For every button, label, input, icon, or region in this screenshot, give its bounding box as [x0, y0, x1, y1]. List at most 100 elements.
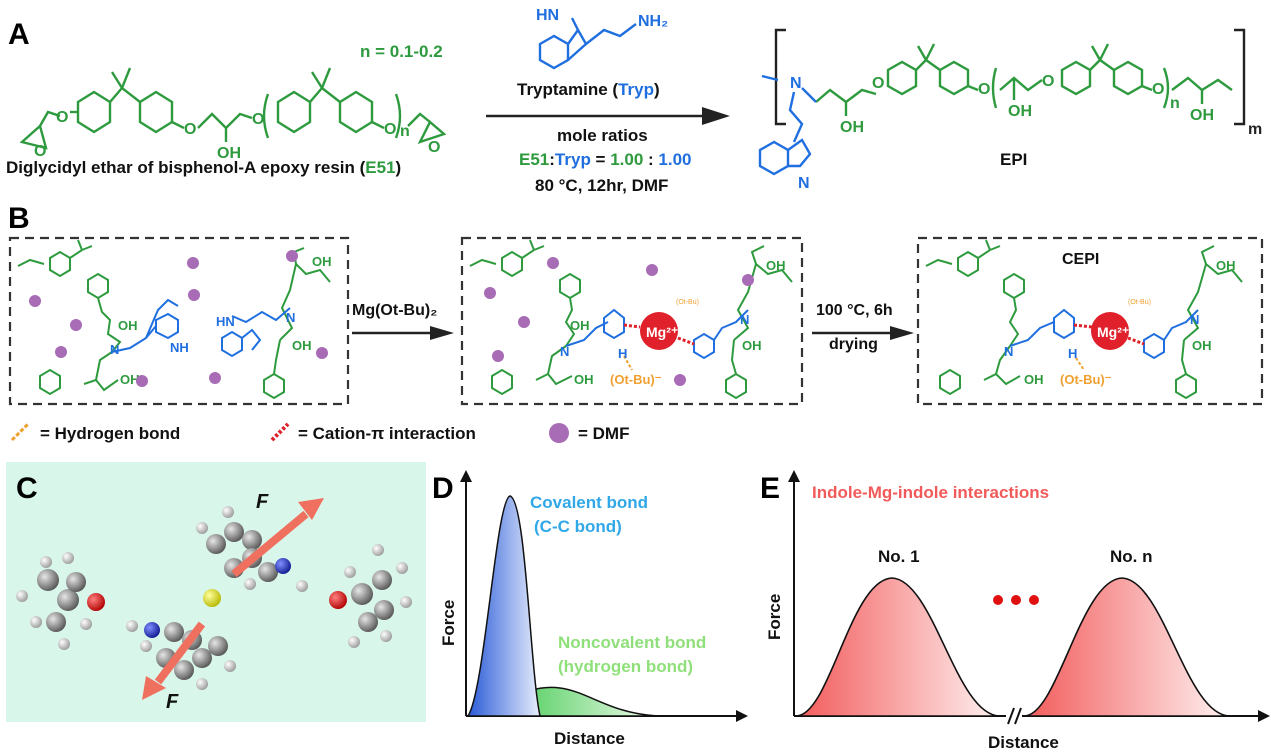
panel-label-a: A: [8, 18, 30, 51]
panel-label-e: E: [760, 472, 781, 505]
peak-n: [1023, 577, 1231, 717]
atom-nh2: NH₂: [638, 13, 668, 30]
hbond-legend-icon: [10, 422, 30, 442]
atom-nh: NH: [170, 340, 189, 355]
atom-o: O: [872, 75, 884, 92]
panel-label-b: B: [8, 202, 30, 235]
atom-oh: OH: [120, 372, 140, 387]
atom-n: N: [1190, 312, 1199, 327]
atom-o: O: [1042, 73, 1054, 90]
atom-oh: OH: [574, 372, 594, 387]
atom-hn: HN: [536, 7, 559, 24]
state-box-3: [916, 236, 1264, 406]
e51-name: Diglycidyl ethar of bisphenol-A epoxy re…: [6, 158, 402, 177]
atom-o: O: [34, 143, 46, 160]
atom-oh: OH: [570, 318, 590, 333]
atom-oh: OH: [292, 338, 312, 353]
panel-label-d: D: [432, 472, 454, 505]
peak-1-label: No. 1: [878, 547, 920, 566]
atom-n: N: [790, 75, 802, 92]
hbond-legend: = Hydrogen bond: [40, 424, 181, 443]
cepi-title: CEPI: [1062, 251, 1099, 268]
force-label-top: F: [256, 491, 269, 513]
otbu-small-label: (Ot-Bu): [676, 299, 699, 306]
mg-atom: [203, 589, 221, 607]
state-box-1: [8, 236, 350, 406]
peak-n-label: No. n: [1110, 547, 1153, 566]
atom-oh: OH: [766, 258, 786, 273]
force-arrow-down: [142, 621, 206, 700]
atom-h: H: [1068, 346, 1077, 361]
molecular-model: F F: [16, 491, 412, 713]
y-axis-label: Force: [765, 594, 784, 640]
mg-ion: [640, 312, 678, 350]
atom-oh: OH: [1008, 103, 1032, 120]
atom-oh: OH: [840, 119, 864, 136]
cation-pi-legend-icon: [270, 422, 290, 442]
epi-structure: N OH O O OH O O n OH m N: [758, 28, 1262, 192]
epi-label: EPI: [1000, 150, 1028, 169]
ellipsis-dot: [1029, 595, 1039, 605]
atom-o: O: [1152, 81, 1164, 98]
arrow2-label-top: 100 °C, 6h: [816, 302, 893, 319]
otbu-label: (Ot-Bu)⁻: [610, 372, 662, 387]
mg-label: Mg²⁺: [646, 324, 678, 340]
tryptamine-structure: HN NH₂: [536, 7, 668, 70]
subscript-n: n: [400, 123, 410, 140]
covalent-label-1: Covalent bond: [530, 493, 648, 512]
atom-oh: OH: [118, 318, 138, 333]
covalent-curve: [466, 495, 541, 717]
otbu-small-label: (Ot-Bu): [1128, 299, 1151, 306]
atom-n: N: [1004, 344, 1013, 359]
atom-n: N: [286, 310, 295, 325]
force-arrow-up: [231, 498, 324, 578]
peak-1: [795, 577, 1001, 717]
subscript-m: m: [1248, 121, 1262, 138]
atom-n: N: [740, 312, 749, 327]
n-range-label: n = 0.1-0.2: [360, 42, 443, 61]
atom-oh: OH: [1024, 372, 1044, 387]
mg-ion: [1091, 312, 1129, 350]
cation-pi-legend: = Cation-π interaction: [298, 424, 476, 443]
ellipsis-dot: [993, 595, 1003, 605]
noncovalent-label-2: (hydrogen bond): [558, 657, 693, 676]
atom-oh: OH: [1216, 258, 1236, 273]
atom-oh: OH: [742, 338, 762, 353]
ellipsis-dot: [1011, 595, 1021, 605]
y-axis-label: Force: [439, 600, 458, 646]
mg-label: Mg²⁺: [1097, 324, 1129, 340]
x-axis-label: Distance: [988, 733, 1059, 752]
mole-ratios-title: mole ratios: [557, 126, 648, 145]
atom-o: O: [56, 109, 68, 126]
x-axis-label: Distance: [554, 729, 625, 748]
otbu-label: (Ot-Bu)⁻: [1060, 372, 1112, 387]
subscript-n: n: [1170, 95, 1180, 112]
panel-label-c: C: [16, 472, 38, 505]
dmf-legend: = DMF: [578, 424, 630, 443]
atom-n: N: [110, 342, 119, 357]
dmf-molecules: [29, 250, 328, 387]
atom-h: H: [618, 346, 627, 361]
atom-n: N: [798, 175, 810, 192]
atom-oh: OH: [217, 145, 241, 162]
force-distance-plot-d: Covalent bond (C-C bond) Noncovalent bon…: [439, 470, 748, 748]
force-label-bottom: F: [166, 691, 179, 713]
atom-hn: HN: [216, 314, 235, 329]
noncovalent-label-1: Noncovalent bond: [558, 633, 706, 652]
reaction-arrow: [486, 107, 730, 125]
arrow1-label: Mg(Ot-Bu)₂: [352, 302, 438, 319]
covalent-label-2: (C-C bond): [534, 517, 622, 536]
e51-structure: O O OH O O n O O: [19, 67, 447, 162]
atom-o: O: [252, 111, 264, 128]
arrow2-label-bottom: drying: [829, 336, 878, 353]
atom-n: N: [560, 344, 569, 359]
atom-oh: OH: [312, 254, 332, 269]
atom-oh: OH: [1190, 107, 1214, 124]
atom-oh: OH: [1192, 338, 1212, 353]
state-box-2: [460, 236, 804, 406]
dmf-legend-icon: [549, 423, 569, 443]
atom-o: O: [978, 81, 990, 98]
reaction-conditions: 80 °C, 12hr, DMF: [535, 176, 669, 195]
panel-e-title: Indole-Mg-indole interactions: [812, 483, 1049, 502]
mole-ratio-value: E51:Tryp = 1.00 : 1.00: [519, 150, 692, 169]
